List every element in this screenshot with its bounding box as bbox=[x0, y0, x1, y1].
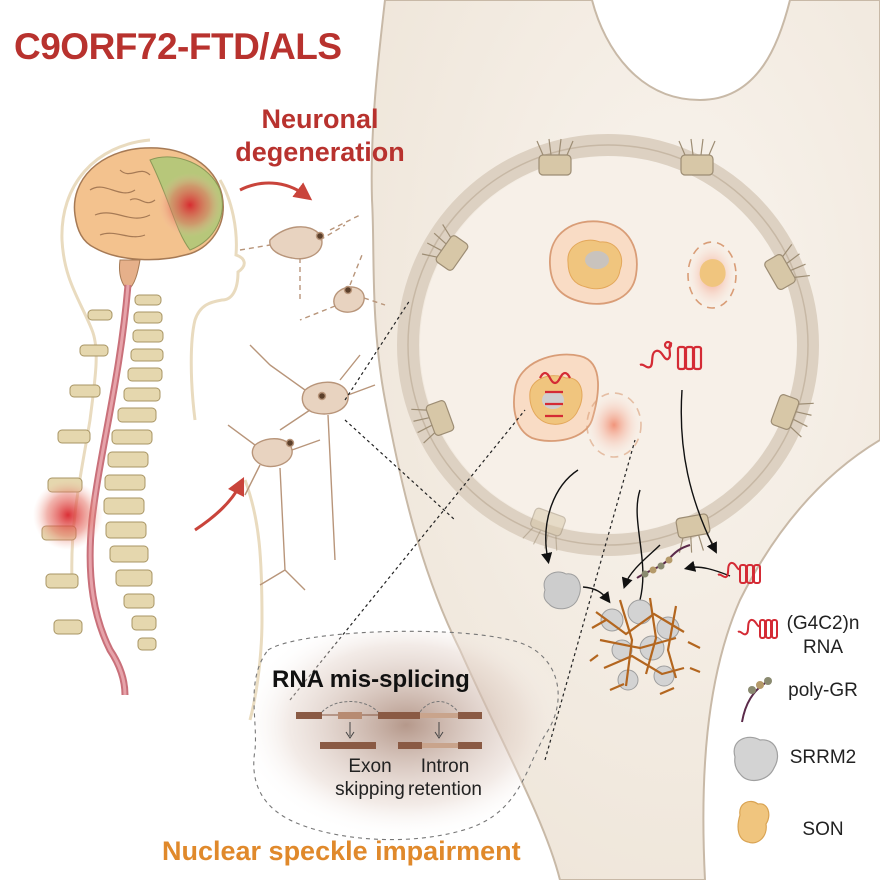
legend-son-label: SON bbox=[802, 819, 844, 840]
legend-son-icon bbox=[737, 800, 770, 844]
legend-srrm2-label: SRRM2 bbox=[789, 747, 857, 768]
poly-gr-chain-cytoplasm bbox=[636, 544, 691, 579]
nucleoplasm bbox=[420, 157, 796, 533]
intron-retention-diagram bbox=[396, 701, 482, 749]
legend-rna-label-line-1: (G4C2)n bbox=[786, 613, 860, 634]
exon-skipping-diagram bbox=[296, 701, 404, 749]
spinal-cord bbox=[33, 284, 164, 696]
mis-splicing-title: RNA mis-splicing bbox=[272, 666, 470, 693]
legend-rna-label-line-2: RNA bbox=[802, 637, 844, 658]
legend-poly-gr-label: poly-GR bbox=[788, 680, 858, 701]
exon-label-line-2: skipping bbox=[335, 779, 405, 800]
legend-srrm2-icon bbox=[733, 736, 779, 782]
intron-retention-label: Intron retention bbox=[370, 755, 520, 801]
legend-poly-gr-icon bbox=[741, 677, 772, 723]
figure-title: C9ORF72-FTD/ALS bbox=[14, 26, 342, 67]
degeneration-line-2: degeneration bbox=[235, 137, 405, 167]
exon-label-line-1: Exon bbox=[348, 756, 392, 777]
neurons-illustration bbox=[227, 214, 386, 591]
speckle-impaired bbox=[513, 353, 599, 442]
intron-label-line-1: Intron bbox=[420, 756, 470, 777]
export-arrows bbox=[541, 389, 731, 604]
g4c2-rna-cytoplasm bbox=[717, 561, 761, 584]
g4c2-rna-nuclear bbox=[639, 340, 703, 371]
legend-g4c2-rna-icon bbox=[737, 618, 778, 639]
speckle-healthy bbox=[549, 220, 638, 305]
exon-skipping-label: Exon skipping bbox=[325, 755, 415, 801]
intron-label-line-2: retention bbox=[408, 779, 482, 800]
degeneration-line-1: Neuronal bbox=[261, 104, 379, 134]
degeneration-arrows bbox=[194, 181, 313, 532]
brain-illustration bbox=[73, 147, 224, 291]
srrm2-cytoplasm-cluster bbox=[543, 571, 581, 610]
degeneration-label: Neuronal degeneration bbox=[220, 103, 420, 169]
speckle-dispersed-upper bbox=[687, 241, 737, 309]
mis-splicing-panel bbox=[253, 630, 559, 841]
nuclear-envelope-inner-line bbox=[407, 144, 809, 546]
speckle-impairment-title: Nuclear speckle impairment bbox=[162, 836, 521, 866]
speckle-dispersed-lower bbox=[586, 392, 642, 458]
aggregate-network bbox=[589, 597, 701, 696]
nuclear-pores bbox=[411, 138, 814, 553]
